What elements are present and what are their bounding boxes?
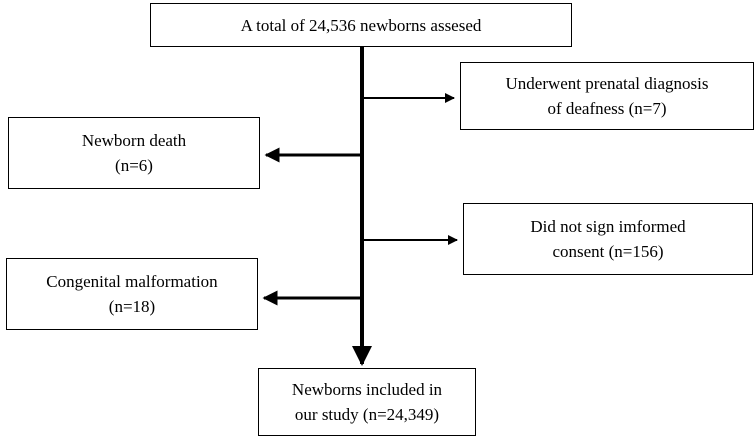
no-consent-label: Did not sign imformed consent (n=156) <box>530 217 686 261</box>
newborn-death-box: Newborn death (n=6) <box>8 117 260 189</box>
no-consent-box: Did not sign imformed consent (n=156) <box>463 203 753 275</box>
congenital-malformation-label: Congenital malformation (n=18) <box>46 272 218 316</box>
prenatal-diagnosis-box: Underwent prenatal diagnosis of deafness… <box>460 62 754 130</box>
included-newborns-label: Newborns included in our study (n=24,349… <box>291 380 443 424</box>
assessed-newborns-box: A total of 24,536 newborns assesed <box>150 3 572 47</box>
assessed-newborns-label: A total of 24,536 newborns assesed <box>240 15 482 35</box>
newborn-death-label: Newborn death (n=6) <box>81 131 187 175</box>
prenatal-diagnosis-label: Underwent prenatal diagnosis of deafness… <box>505 74 709 118</box>
included-newborns-box: Newborns included in our study (n=24,349… <box>258 368 476 436</box>
congenital-malformation-box: Congenital malformation (n=18) <box>6 258 258 330</box>
